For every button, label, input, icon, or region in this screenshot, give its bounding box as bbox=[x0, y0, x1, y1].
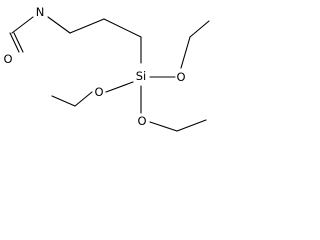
atom-label-o-carbonyl: O bbox=[3, 52, 12, 66]
structural-formula: N O Si O O O bbox=[3, 5, 210, 132]
atom-label-o-ethoxy-right: O bbox=[176, 70, 185, 84]
bond-ch2-to-ch3-left bbox=[51, 95, 76, 107]
bond-carbonyl-double-b bbox=[13, 32, 24, 53]
bond-si-to-o-left bbox=[105, 81, 134, 93]
bond-carbonyl-double-a bbox=[9, 32, 20, 53]
bond-o-bottom-to-ch2 bbox=[149, 121, 178, 132]
bond-n-to-c1 bbox=[47, 16, 71, 34]
atom-label-n: N bbox=[36, 5, 45, 19]
atom-label-si: Si bbox=[136, 69, 147, 83]
bond-ch2-to-ch3-right bbox=[189, 20, 210, 38]
atom-label-o-ethoxy-left: O bbox=[94, 85, 103, 99]
bond-o-left-to-ch2 bbox=[74, 91, 93, 107]
atom-label-o-ethoxy-bottom: O bbox=[137, 114, 146, 128]
bond-c1-to-c2 bbox=[69, 18, 105, 34]
bond-formyl-c-to-n bbox=[11, 16, 34, 34]
bond-o-right-to-ch2 bbox=[180, 36, 191, 69]
bond-ch2-to-ch3-bottom bbox=[176, 119, 207, 132]
bond-c2-to-c3 bbox=[103, 18, 142, 38]
